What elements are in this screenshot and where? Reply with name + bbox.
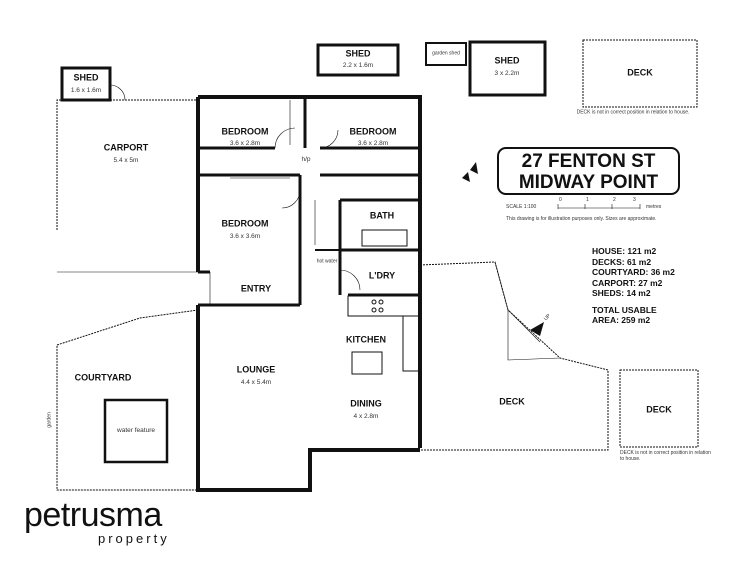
shed-2-label: SHED <box>345 48 371 59</box>
scale-unit: metres <box>646 204 662 210</box>
petrusma-logo: petrusma <box>24 496 162 534</box>
scale-tick: 2 <box>613 197 616 203</box>
scale-label: SCALE 1:100 <box>506 204 537 210</box>
dining-label: DINING <box>350 398 382 409</box>
lounge-dim: 4.4 x 5.4m <box>240 378 272 386</box>
deck-bottom-outline <box>619 369 699 448</box>
shed-2-walls <box>316 43 400 77</box>
water-feature-box <box>103 398 169 464</box>
bedroom-3-dim: 3.6 x 3.6m <box>229 232 261 240</box>
area-summary: HOUSE: 121 m2 DECKS: 61 m2 COURTYARD: 36… <box>592 246 675 326</box>
hot-water-label: hot water <box>316 258 338 265</box>
kitchen-label: KITCHEN <box>346 334 386 345</box>
address-title-box: 27 FENTON ST MIDWAY POINT <box>497 147 680 195</box>
bedroom-3-label: BEDROOM <box>221 218 269 229</box>
shed-1-dim: 1.6 x 1.6m <box>70 86 102 94</box>
garden-shed-label: garden shed <box>432 50 460 57</box>
shed-1-label: SHED <box>73 72 99 83</box>
scale-tick: 3 <box>633 197 636 203</box>
address-line-1: 27 FENTON ST <box>521 151 656 172</box>
area-sheds: SHEDS: 14 m2 <box>592 288 651 298</box>
compass-icon <box>462 162 478 182</box>
deck-bottom-label: DECK <box>646 404 672 415</box>
deck-main-outline <box>419 261 609 451</box>
bedroom-1-dim: 3.6 x 2.8m <box>229 139 261 147</box>
courtyard-label: COURTYARD <box>74 372 132 383</box>
petrusma-logo-sub: property <box>98 531 170 546</box>
area-courtyard: COURTYARD: 36 m2 <box>592 267 675 277</box>
stair-arrow-icon <box>530 322 544 336</box>
shed-2-dim: 2.2 x 1.6m <box>342 61 374 69</box>
deck-top-note: DECK is not in correct position in relat… <box>576 109 690 116</box>
entry-label: ENTRY <box>240 283 272 294</box>
deck-bottom-note: DECK is not in correct position in relat… <box>620 450 711 462</box>
courtyard-outline <box>56 309 199 491</box>
bedroom-2-label: BEDROOM <box>349 126 397 137</box>
area-house: HOUSE: 121 m2 <box>592 246 657 256</box>
carport-outline <box>56 99 62 230</box>
carport-dim: 5.4 x 5m <box>113 156 139 164</box>
bedroom-2-dim: 3.6 x 2.8m <box>357 139 389 147</box>
area-total-label: TOTAL USABLE <box>592 304 657 315</box>
area-total-value: AREA: 259 m2 <box>592 315 651 325</box>
deck-main-label: DECK <box>499 396 525 407</box>
deck-top-outline <box>582 39 698 108</box>
hp-label: h/p <box>301 155 311 163</box>
garden-shed-walls <box>425 42 467 66</box>
bath-label: BATH <box>369 210 395 221</box>
water-feature-label: water feature <box>117 426 155 434</box>
scale-disclaimer: This drawing is for illustration purpose… <box>506 216 657 222</box>
scale-tick: 0 <box>559 197 562 203</box>
shed-3-label: SHED <box>494 55 520 66</box>
address-line-2: MIDWAY POINT <box>518 172 659 193</box>
garden-label: garden <box>46 412 53 428</box>
deck-top-label: DECK <box>627 67 653 78</box>
lounge-label: LOUNGE <box>236 364 276 375</box>
area-carport: CARPORT: 27 m2 <box>592 277 663 288</box>
bedroom-1-label: BEDROOM <box>221 126 269 137</box>
laundry-label: L'DRY <box>368 270 396 281</box>
scale-tick: 1 <box>586 197 589 203</box>
shed-3-dim: 3 x 2.2m <box>494 69 520 77</box>
area-decks: DECKS: 61 m2 <box>592 256 652 267</box>
dining-dim: 4 x 2.8m <box>353 412 379 420</box>
carport-label: CARPORT <box>103 142 149 153</box>
shed-1-walls <box>60 66 112 102</box>
shed-3-walls <box>468 40 547 97</box>
